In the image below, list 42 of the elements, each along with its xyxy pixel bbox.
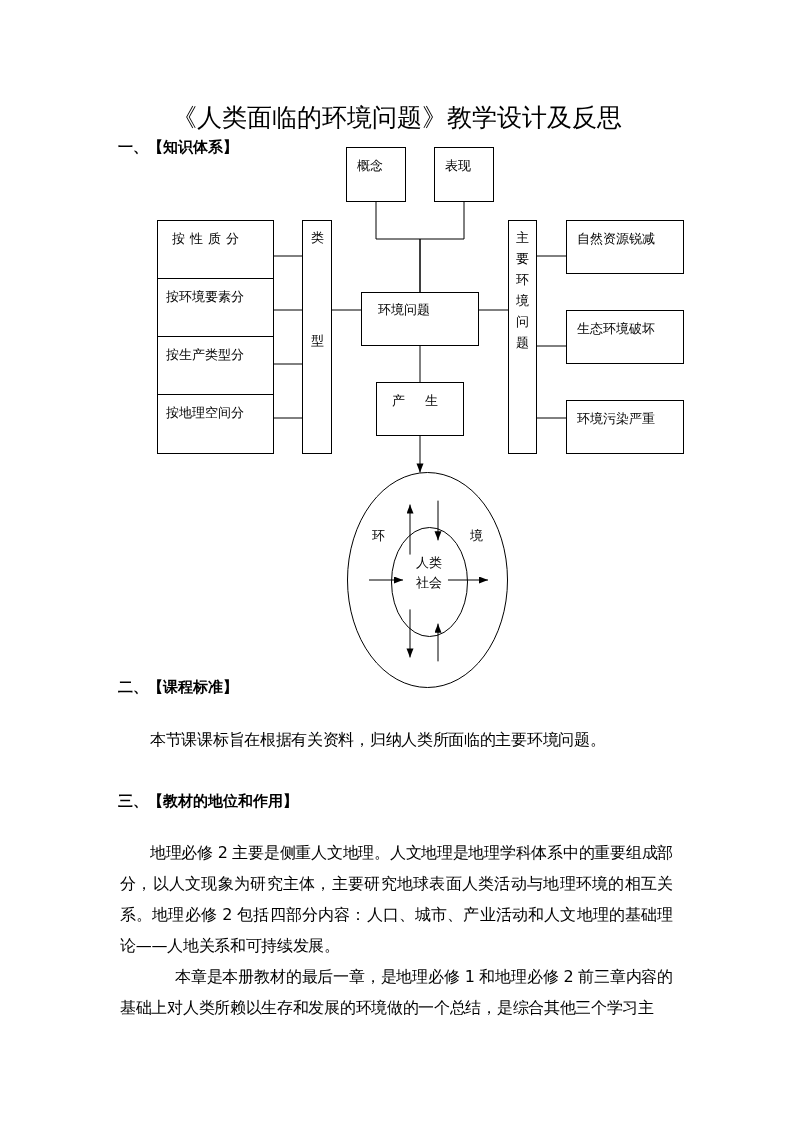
inner-ellipse: 人类社会 <box>391 527 468 637</box>
manifestation-box: 表现 <box>434 147 494 202</box>
classification-box: 按生产类型分 <box>157 336 274 395</box>
concept-box: 概念 <box>346 147 406 202</box>
connector-line <box>536 255 567 257</box>
paragraph: 地理必修 2 主要是侧重人文地理。人文地理是地理学科体系中的重要组成部分，以人文现象为研究主体，主要研究地球表面人类活动与地理环境的相互关系。地理必修 2 包括四部分内容：人口、城市、产业活动和人文地理的基础理论——人地关系和可持续发展。 <box>120 842 673 957</box>
arrow <box>434 623 442 662</box>
connector-line <box>419 345 421 383</box>
arrow <box>416 435 424 473</box>
cause-box: 产生 <box>376 382 464 436</box>
vertical-bar: 类型 <box>302 220 332 454</box>
section-heading: 三、【教材的地位和作用】 <box>118 791 298 811</box>
section-heading: 一、【知识体系】 <box>118 137 238 157</box>
section-heading: 二、【课程标准】 <box>118 677 238 697</box>
problem-box: 环境污染严重 <box>566 400 684 454</box>
central-box: 环境问题 <box>361 292 479 346</box>
arrow <box>434 500 442 541</box>
arrow <box>368 576 404 584</box>
problem-box: 生态环境破坏 <box>566 310 684 364</box>
vertical-bar: 主要环境问题 <box>508 220 537 454</box>
outer-ellipse <box>347 472 508 688</box>
arrow <box>406 608 414 658</box>
classification-box: 按地理空间分 <box>157 394 274 454</box>
arrow <box>406 504 414 556</box>
connector-line <box>273 255 303 257</box>
classification-box: 按环境要素分 <box>157 278 274 337</box>
ellipse-label: 境 <box>469 527 483 545</box>
ellipse-label: 环 <box>371 527 385 545</box>
connector-line <box>419 201 465 293</box>
connector-line <box>273 309 303 311</box>
page-title: 《人类面临的环境问题》教学设计及反思 <box>172 103 622 133</box>
paragraph: 本节课课标旨在根据有关资料，归纳人类所面临的主要环境问题。 <box>150 729 606 751</box>
problem-box: 自然资源锐减 <box>566 220 684 274</box>
connector-line <box>536 345 567 347</box>
connector-line <box>536 417 567 419</box>
arrow <box>447 576 489 584</box>
connector-line <box>273 417 303 419</box>
connector-line <box>331 309 362 311</box>
classification-box: 按性质分 <box>157 220 274 279</box>
paragraph: 本章是本册教材的最后一章，是地理必修 1 和地理必修 2 前三章内容的基础上对人类所赖以生存和发展的环境做的一个总结，是综合其他三个学习主 <box>120 966 673 1019</box>
connector-line <box>478 309 509 311</box>
connector-line <box>273 363 303 365</box>
